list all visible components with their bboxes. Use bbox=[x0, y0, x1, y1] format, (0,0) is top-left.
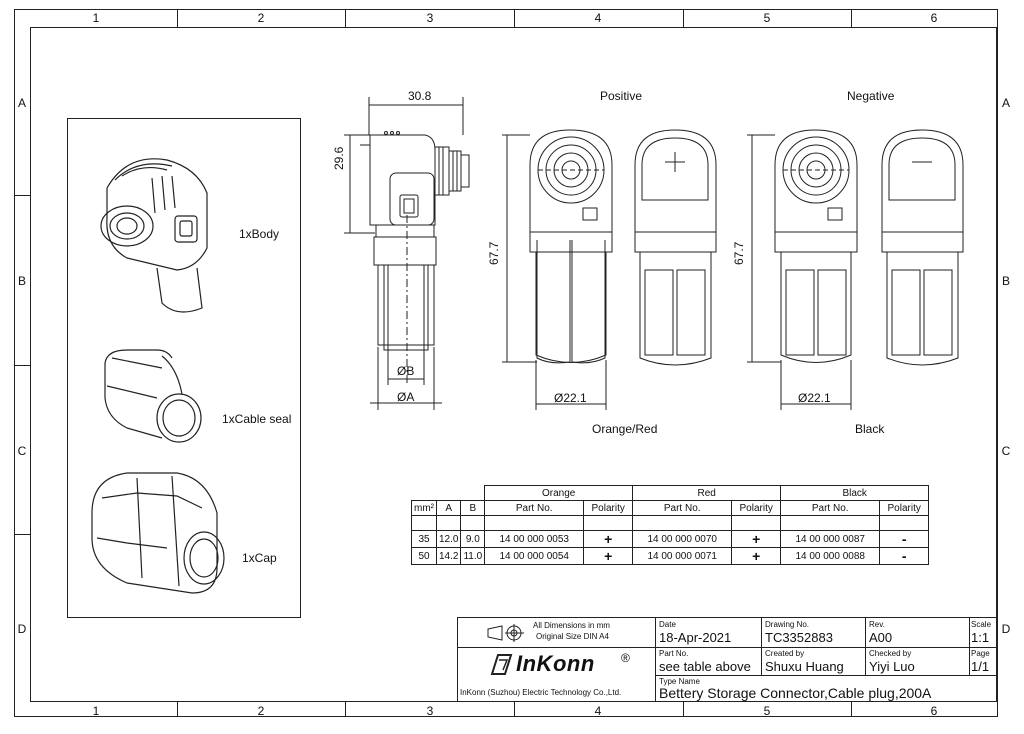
header-cell: Part No. bbox=[484, 500, 585, 516]
checked-value: Yiyi Luo bbox=[869, 659, 915, 674]
zone-col-4: 4 bbox=[594, 11, 602, 25]
dim-dia-a: ØA bbox=[397, 390, 415, 404]
negative-back-view bbox=[881, 129, 964, 366]
company-name: InKonn (Suzhou) Electric Technology Co.,… bbox=[460, 688, 622, 697]
orange-red-label: Orange/Red bbox=[592, 422, 658, 436]
zone-row-a-right: A bbox=[1001, 96, 1010, 110]
checked-cell: Checked by Yiyi Luo bbox=[866, 648, 970, 676]
date-cell: Date 18-Apr-2021 bbox=[656, 618, 762, 648]
scale-cell: Scale 1:1 bbox=[970, 618, 997, 648]
registered-mark: ® bbox=[621, 651, 630, 665]
dim-length-positive: 67.7 bbox=[487, 241, 501, 265]
scale-value: 1:1 bbox=[971, 630, 990, 645]
header-cell: Polarity bbox=[879, 500, 930, 516]
title-block: All Dimensions in mm Original Size DIN A… bbox=[457, 617, 997, 702]
table-row: 35 12.0 9.0 14 00 000 0053 + 14 00 000 0… bbox=[411, 530, 930, 548]
drawing-no-value: TC3352883 bbox=[765, 630, 833, 645]
dim-dia-b: ØB bbox=[397, 364, 415, 378]
zone-row-d-right: D bbox=[1001, 622, 1011, 636]
header-cell: Polarity bbox=[583, 500, 634, 516]
parts-box bbox=[67, 118, 301, 618]
part-no-value: see table above bbox=[659, 659, 751, 674]
rev-cell: Rev. A00 bbox=[866, 618, 970, 648]
created-value: Shuxu Huang bbox=[765, 659, 844, 674]
zone-col-5: 5 bbox=[763, 11, 771, 25]
date-value: 18-Apr-2021 bbox=[659, 630, 732, 645]
header-cell: Part No. bbox=[632, 500, 733, 516]
zone-row-c: C bbox=[17, 444, 27, 458]
dim-dia-positive: Ø22.1 bbox=[554, 391, 587, 405]
projection-icon bbox=[487, 624, 524, 642]
header-cell: B bbox=[460, 500, 486, 516]
part-no-cell: Part No. see table above bbox=[656, 648, 762, 676]
cap-label: 1xCap bbox=[242, 551, 277, 565]
table-row: 50 14.2 11.0 14 00 000 0054 + 14 00 000 … bbox=[411, 547, 930, 565]
group-red: Red bbox=[632, 485, 782, 501]
cable-seal-label: 1xCable seal bbox=[222, 412, 292, 426]
header-cell: A bbox=[435, 500, 462, 516]
header-cell: Polarity bbox=[731, 500, 782, 516]
zone-col-1-bottom: 1 bbox=[92, 704, 100, 718]
header-cell: Part No. bbox=[780, 500, 881, 516]
side-view-drawing bbox=[344, 97, 470, 410]
dim-length-negative: 67.7 bbox=[732, 241, 746, 265]
cable-seal-illustration bbox=[104, 349, 202, 443]
parts-illustrations bbox=[91, 158, 225, 594]
zone-col-2: 2 bbox=[257, 11, 265, 25]
dim-width: 30.8 bbox=[408, 89, 432, 103]
black-label: Black bbox=[855, 422, 885, 436]
zone-col-3-bottom: 3 bbox=[426, 704, 434, 718]
positive-back-view bbox=[634, 129, 717, 366]
positive-front-view bbox=[502, 129, 613, 410]
zone-col-1: 1 bbox=[92, 11, 100, 25]
body-part-illustration bbox=[100, 158, 208, 313]
zone-row-b: B bbox=[17, 274, 26, 288]
drawing-no-cell: Drawing No. TC3352883 bbox=[762, 618, 866, 648]
body-label: 1xBody bbox=[239, 227, 280, 241]
dim-dia-negative: Ø22.1 bbox=[798, 391, 831, 405]
created-cell: Created by Shuxu Huang bbox=[762, 648, 866, 676]
page-cell: Page 1/1 bbox=[970, 648, 997, 676]
zone-col-3: 3 bbox=[426, 11, 434, 25]
positive-label: Positive bbox=[600, 89, 643, 103]
drawing-border bbox=[14, 9, 998, 717]
zone-col-6: 6 bbox=[930, 11, 938, 25]
type-name-value: Bettery Storage Connector,Cable plug,200… bbox=[659, 685, 932, 701]
dims-note-1: All Dimensions in mm bbox=[533, 621, 610, 630]
zone-col-5-bottom: 5 bbox=[763, 704, 771, 718]
negative-label: Negative bbox=[847, 89, 895, 103]
company-logo: InKonn bbox=[516, 651, 595, 676]
zone-row-b-right: B bbox=[1001, 274, 1010, 288]
zone-row-d: D bbox=[17, 622, 27, 636]
dims-note-2: Original Size DIN A4 bbox=[536, 632, 609, 641]
page-value: 1/1 bbox=[971, 659, 990, 674]
group-black: Black bbox=[780, 485, 930, 501]
zone-row-a: A bbox=[17, 96, 26, 110]
part-number-table: Orange Red Black mm² A B Part No. Polari… bbox=[411, 485, 930, 565]
cap-illustration bbox=[91, 472, 225, 594]
dims-note-cell: All Dimensions in mm Original Size DIN A… bbox=[458, 618, 656, 648]
zone-col-4-bottom: 4 bbox=[594, 704, 602, 718]
zone-row-c-right: C bbox=[1001, 444, 1011, 458]
rev-value: A00 bbox=[869, 630, 893, 645]
negative-front-view bbox=[747, 129, 858, 410]
group-orange: Orange bbox=[484, 485, 634, 501]
dim-height: 29.6 bbox=[332, 146, 346, 170]
type-name-cell: Type Name Bettery Storage Connector,Cabl… bbox=[659, 677, 932, 701]
front-back-views bbox=[502, 129, 964, 410]
header-cell: mm² bbox=[411, 500, 437, 516]
zone-col-2-bottom: 2 bbox=[257, 704, 265, 718]
zone-col-6-bottom: 6 bbox=[930, 704, 938, 718]
company-cell: InKonn ® InKonn (Suzhou) Electric Techno… bbox=[458, 648, 656, 702]
inkonn-logo-icon bbox=[490, 654, 513, 675]
